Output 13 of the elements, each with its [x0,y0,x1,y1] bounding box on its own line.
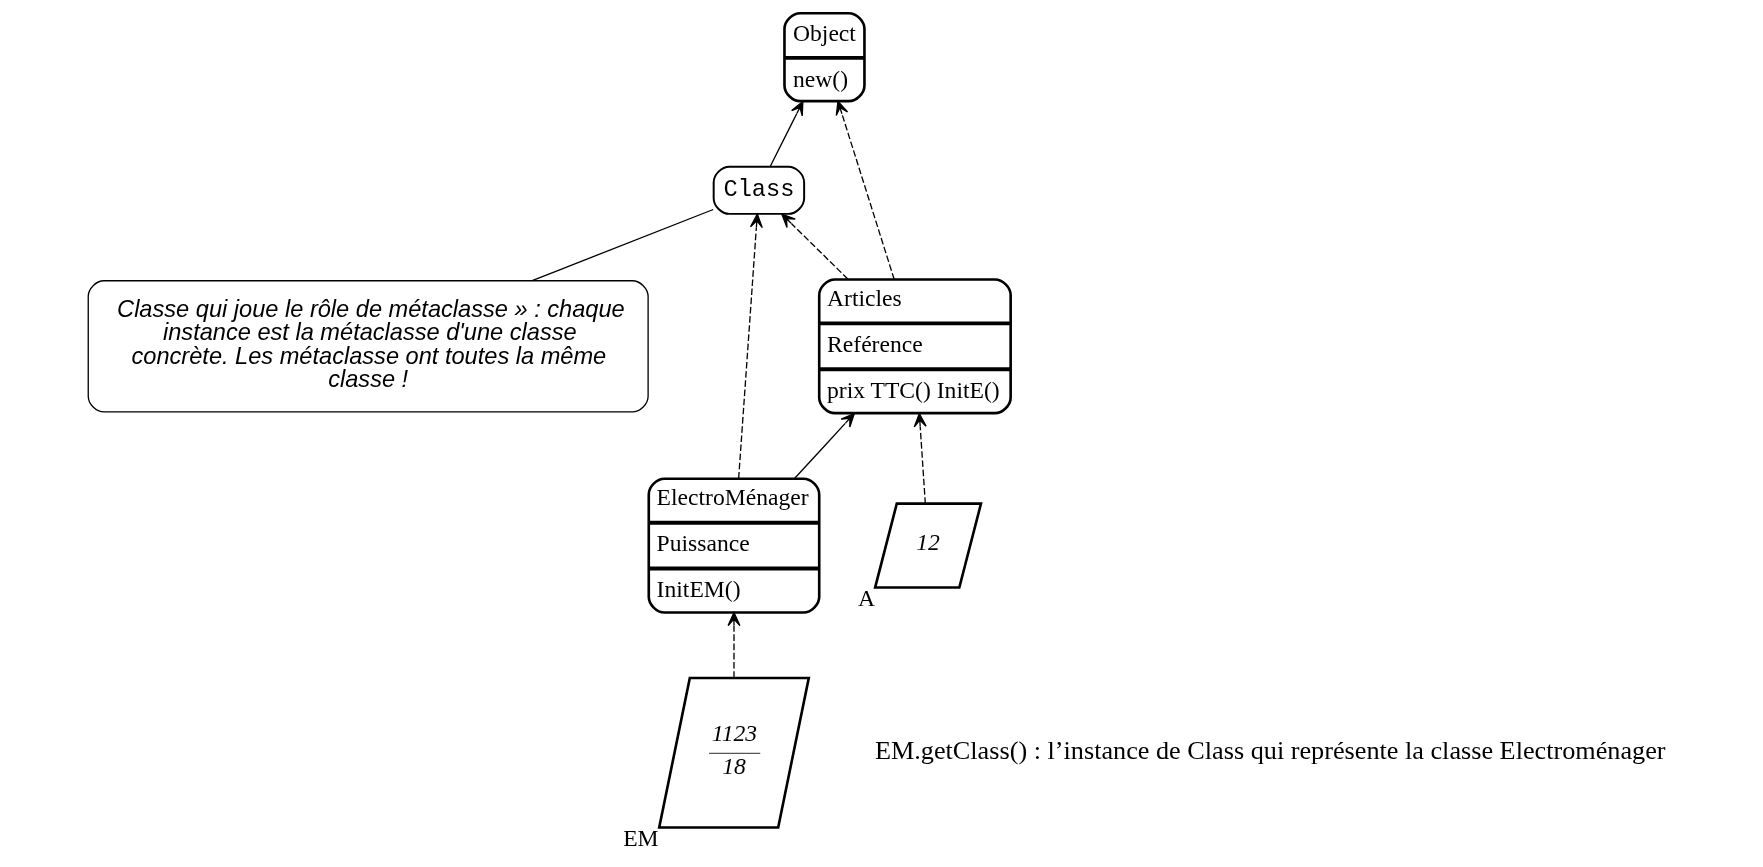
arrow [913,412,927,505]
connector [531,208,714,282]
node-box: Class [712,165,806,215]
node-label: EM [623,825,659,852]
label: EM.getClass() : l’instance de Class qui représente la classe Electroménager [874,736,1666,766]
arrow [769,100,804,167]
arrow [781,213,849,280]
arrow [835,100,895,280]
arrow [794,412,855,479]
node-box: Classe qui joue le rôle de métaclasse » : chaque instance est la métaclasse d'une classe concrète. Les métaclasse ont toutes la même classe ! [87,280,649,413]
arrow [727,611,741,679]
node-label: A [857,585,876,612]
arrow [738,213,763,480]
